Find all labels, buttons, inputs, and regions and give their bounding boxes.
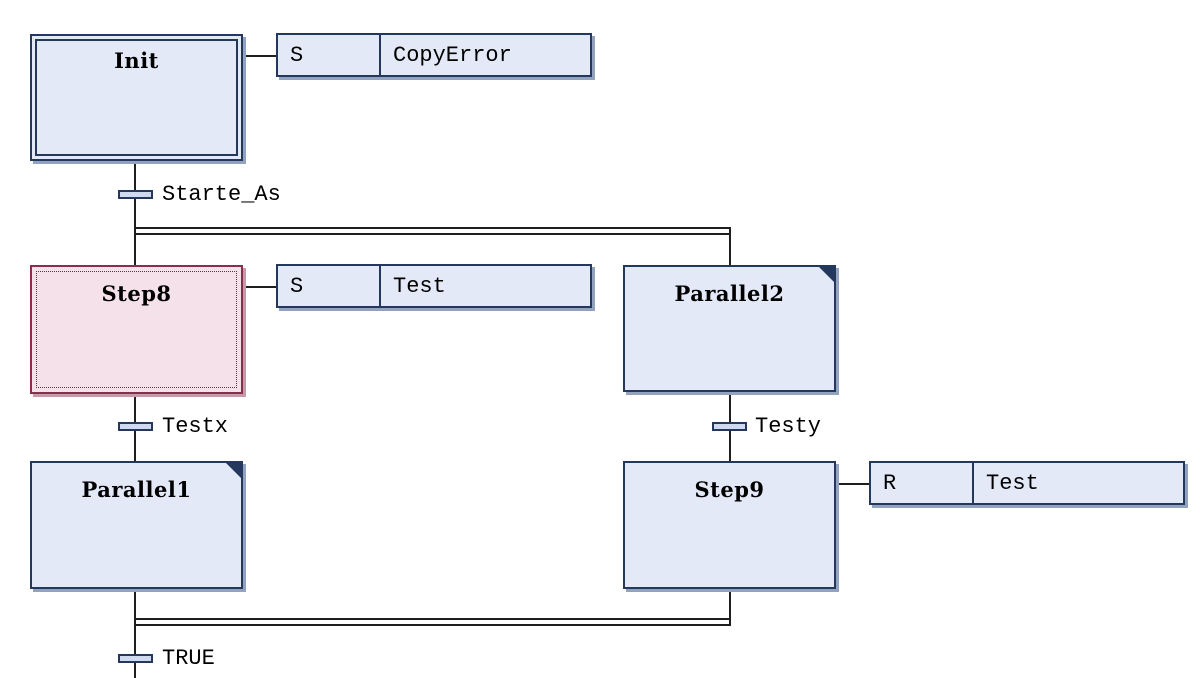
step-step8[interactable]: Step8 — [30, 265, 243, 394]
parallel-branch-top-line-1 — [134, 227, 731, 229]
action-name: Test — [393, 273, 446, 299]
wire-branch-to-step8 — [134, 233, 136, 266]
parallel-branch-bottom-line-1 — [134, 618, 731, 620]
step-name: Parallel2 — [674, 281, 785, 306]
transition-condition-t1[interactable]: Starte_As — [162, 182, 281, 207]
wire-init-action — [243, 55, 277, 57]
action-step9[interactable]: R Test — [869, 461, 1185, 505]
action-name: CopyError — [393, 42, 512, 68]
action-qualifier: S — [278, 266, 381, 306]
step-name: Init — [114, 48, 159, 73]
transition-bar-t4[interactable] — [118, 654, 153, 663]
action-step8[interactable]: S Test — [276, 264, 592, 308]
wire-step9-to-branch-bottom — [729, 588, 731, 626]
transition-bar-t3[interactable] — [712, 422, 747, 431]
wire-parallel1-down — [134, 588, 136, 678]
step-parallel2[interactable]: Parallel2 — [623, 265, 836, 392]
action-qualifier: S — [278, 35, 381, 75]
action-init[interactable]: S CopyError — [276, 33, 592, 77]
transition-bar-t1[interactable] — [118, 190, 153, 199]
transition-condition-t4[interactable]: TRUE — [162, 646, 215, 671]
parallel-branch-top-line-2 — [134, 233, 731, 235]
wire-branch-to-parallel2 — [729, 227, 731, 266]
action-name: Test — [986, 470, 1039, 496]
wire-step9-action — [836, 483, 870, 485]
step-init[interactable]: Init — [30, 34, 243, 161]
step-name: Step9 — [694, 477, 765, 502]
action-qualifier: R — [871, 463, 974, 503]
transition-condition-t3[interactable]: Testy — [755, 414, 822, 439]
macro-corner-marker — [226, 463, 241, 478]
macro-corner-marker — [819, 267, 834, 282]
step-name: Step8 — [101, 281, 172, 306]
step-name: Parallel1 — [81, 477, 192, 502]
step-step9[interactable]: Step9 — [623, 461, 836, 589]
transition-bar-t2[interactable] — [118, 422, 153, 431]
step-parallel1[interactable]: Parallel1 — [30, 461, 243, 589]
parallel-branch-bottom-line-2 — [134, 624, 731, 626]
wire-step8-action — [243, 286, 277, 288]
transition-condition-t2[interactable]: Testx — [162, 414, 229, 439]
